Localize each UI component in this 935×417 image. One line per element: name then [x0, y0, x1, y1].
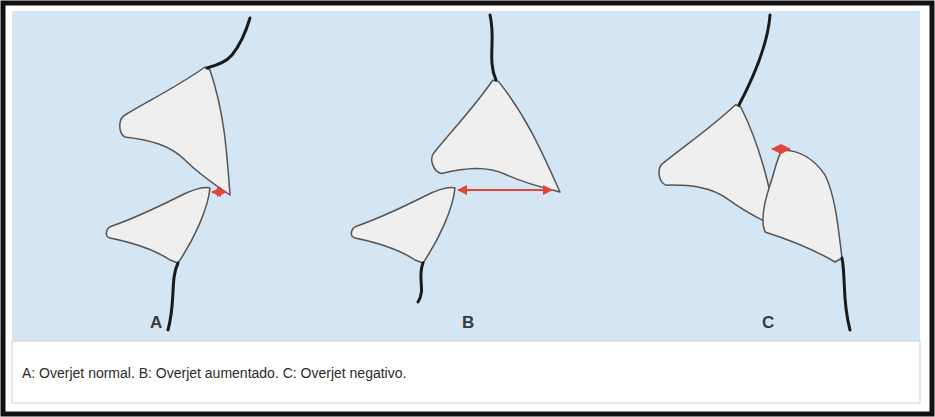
lower-incisor [763, 150, 842, 262]
gum-line [842, 258, 850, 330]
gum-line [207, 18, 250, 68]
figure-letter: C [762, 313, 774, 333]
upper-incisor [651, 101, 778, 243]
upper-incisor [120, 67, 230, 195]
overjet-arrow [772, 148, 790, 150]
panel-ground [12, 11, 920, 341]
lower-incisor [351, 187, 455, 263]
overjet-arrow [212, 191, 226, 193]
figure-caption: A: Overjet normal. B: Overjet aumentado.… [22, 365, 406, 381]
overjet-arrow [458, 189, 552, 191]
gum-line [490, 15, 496, 80]
figure-letter: B [462, 313, 474, 333]
gum-line [168, 263, 178, 330]
figure-letter: A [150, 313, 162, 333]
caption-ground [12, 341, 920, 403]
lower-incisor [106, 187, 210, 263]
gum-line [739, 15, 770, 105]
outer-frame [3, 3, 932, 414]
gum-line [418, 263, 423, 302]
